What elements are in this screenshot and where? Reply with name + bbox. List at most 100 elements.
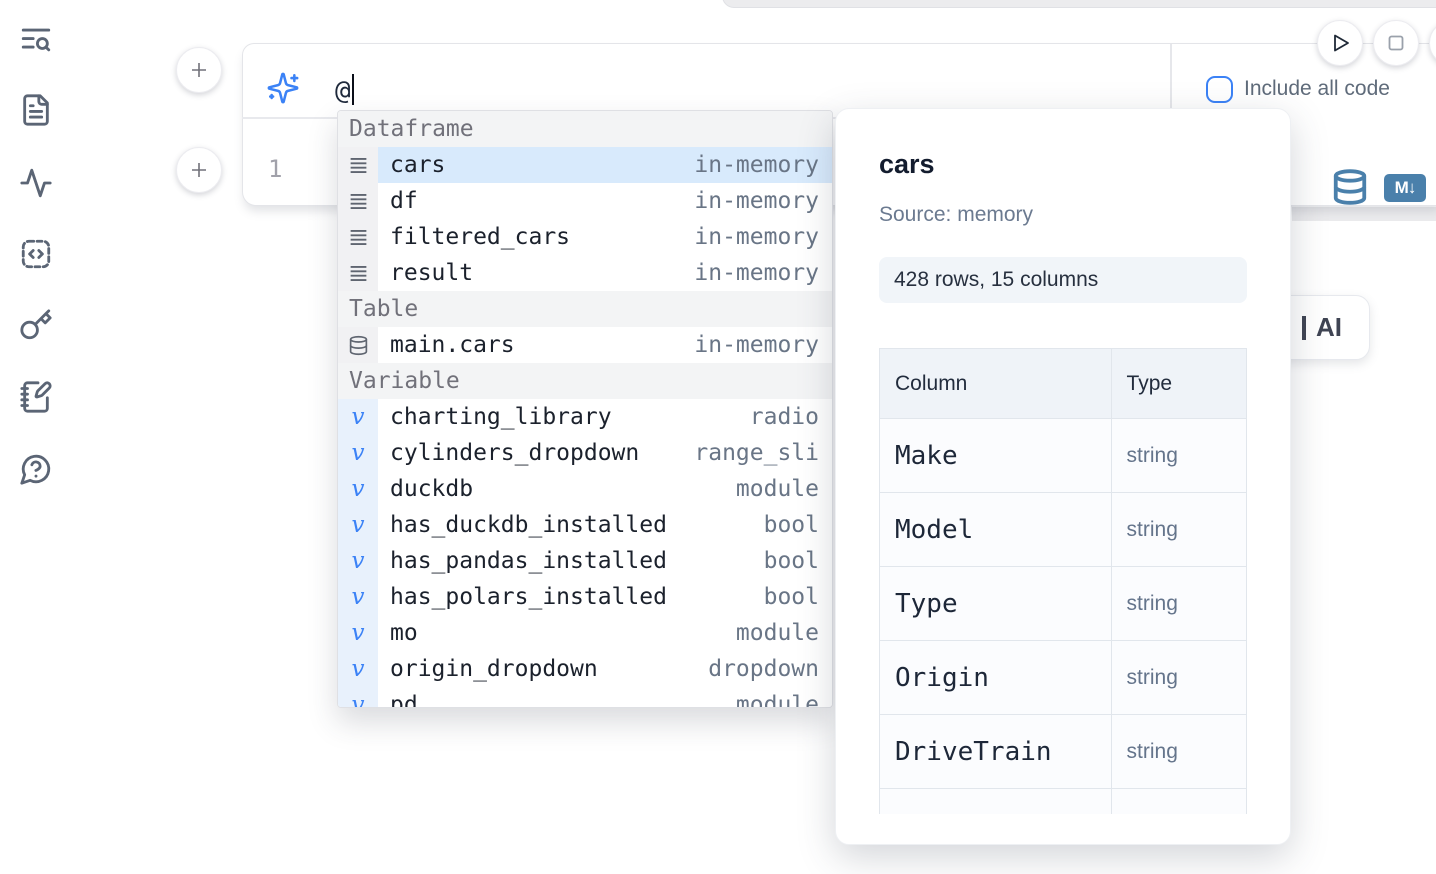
autocomplete-item-detail: module	[735, 692, 819, 708]
preview-title: cars	[879, 149, 935, 179]
variable-v-icon: v	[338, 471, 378, 507]
schema-header-column: Column	[879, 348, 1112, 419]
autocomplete-item-result[interactable]: result in-memory	[338, 255, 832, 291]
autocomplete-item-name: has_polars_installed	[390, 584, 667, 610]
sidebar-item-help-chat[interactable]	[19, 452, 53, 486]
variable-v-icon: v	[351, 619, 365, 646]
autocomplete-section-dataframe: Dataframe	[338, 111, 832, 147]
schema-column-name: Type	[879, 566, 1112, 641]
schema-column-type: string	[1110, 492, 1247, 567]
schema-column-name: Origin	[879, 640, 1112, 715]
schema-column-type	[1110, 788, 1247, 814]
file-text-icon	[23, 94, 49, 126]
variable-v-icon: v	[338, 435, 378, 471]
schema-column-type: string	[1110, 640, 1247, 715]
dataframe-lines-icon	[350, 157, 366, 173]
stop-icon	[1388, 35, 1404, 51]
add-cell-above-button[interactable]	[176, 47, 222, 93]
sidebar-item-activity[interactable]	[19, 166, 53, 200]
autocomplete-item-name: mo	[390, 620, 418, 646]
prompt-right-divider	[1170, 44, 1172, 116]
database-cell-icon[interactable]	[1331, 168, 1369, 206]
autocomplete-item-name: pd	[390, 692, 418, 708]
schema-column-name: Model	[879, 492, 1112, 567]
database-icon	[338, 327, 378, 363]
autocomplete-item-name: duckdb	[390, 476, 474, 502]
dataframe-lines-icon	[338, 147, 378, 183]
run-cell-button[interactable]	[1317, 20, 1363, 66]
sidebar-item-notebook-pen[interactable]	[19, 380, 53, 414]
schema-header-type: Type	[1110, 348, 1247, 419]
autocomplete-section-variable: Variable	[338, 363, 832, 399]
variable-v-icon: v	[351, 439, 365, 466]
add-cell-below-button[interactable]	[176, 147, 222, 193]
dataframe-lines-icon	[350, 265, 366, 281]
stop-cell-button[interactable]	[1373, 20, 1419, 66]
autocomplete-item-name: filtered_cars	[390, 224, 571, 250]
cell-output-strip	[1292, 207, 1436, 221]
schema-column-type: string	[1110, 566, 1247, 641]
ai-prompt-input[interactable]: @	[335, 74, 355, 106]
autocomplete-item-cylinders_dropdown[interactable]: v cylinders_dropdown range_sli	[338, 435, 832, 471]
autocomplete-item-charting_library[interactable]: v charting_library radio	[338, 399, 832, 435]
previous-cell-fragment	[722, 0, 1436, 8]
autocomplete-item-detail: radio	[749, 404, 819, 430]
autocomplete-item-name: result	[390, 260, 474, 286]
activity-icon	[20, 168, 52, 198]
sidebar-item-key[interactable]	[19, 308, 53, 342]
variable-v-icon: v	[338, 651, 378, 687]
variable-v-icon: v	[338, 687, 378, 707]
database-icon	[349, 335, 367, 355]
variable-v-icon: v	[351, 511, 365, 538]
list-search-icon	[21, 28, 51, 52]
autocomplete-item-filtered_cars[interactable]: filtered_cars in-memory	[338, 219, 832, 255]
schema-row-partial	[879, 788, 1247, 814]
autocomplete-item-name: cylinders_dropdown	[390, 440, 640, 466]
include-all-code-checkbox[interactable]	[1206, 76, 1233, 103]
schema-column-name: Make	[879, 418, 1112, 493]
autocomplete-item-detail: in-memory	[694, 224, 819, 250]
clipped-letter-fragment	[1302, 315, 1306, 340]
dataframe-preview-panel: cars Source: memory 428 rows, 15 columns…	[835, 108, 1291, 845]
ai-sparkles-icon	[266, 71, 300, 105]
variable-v-icon: v	[338, 579, 378, 615]
autocomplete-item-detail: module	[735, 620, 819, 646]
variable-v-icon: v	[351, 547, 365, 574]
schema-column-name	[879, 788, 1112, 814]
schema-column-type: string	[1110, 418, 1247, 493]
sidebar-item-list-search[interactable]	[19, 23, 53, 57]
ai-button-label: AI	[1316, 312, 1342, 342]
variable-v-icon: v	[338, 507, 378, 543]
plus-icon	[192, 163, 206, 177]
variable-v-icon: v	[338, 543, 378, 579]
autocomplete-item-name: has_pandas_installed	[390, 548, 667, 574]
autocomplete-item-name: charting_library	[390, 404, 612, 430]
markdown-cell-icon[interactable]: M↓	[1384, 174, 1426, 202]
dataframe-lines-icon	[338, 219, 378, 255]
autocomplete-item-detail: range_sli	[694, 440, 819, 466]
sidebar-item-code-snippet[interactable]	[19, 237, 53, 271]
autocomplete-item-detail: in-memory	[694, 152, 819, 178]
variable-v-icon: v	[351, 403, 365, 430]
autocomplete-item-detail: bool	[763, 512, 819, 538]
sidebar-item-file-text[interactable]	[19, 93, 53, 127]
dataframe-lines-icon	[350, 193, 366, 209]
dataframe-lines-icon	[338, 255, 378, 291]
autocomplete-item-detail: in-memory	[694, 260, 819, 286]
dataframe-lines-icon	[338, 183, 378, 219]
preview-shape-badge: 428 rows, 15 columns	[879, 257, 1247, 303]
autocomplete-item-detail: dropdown	[708, 656, 819, 682]
